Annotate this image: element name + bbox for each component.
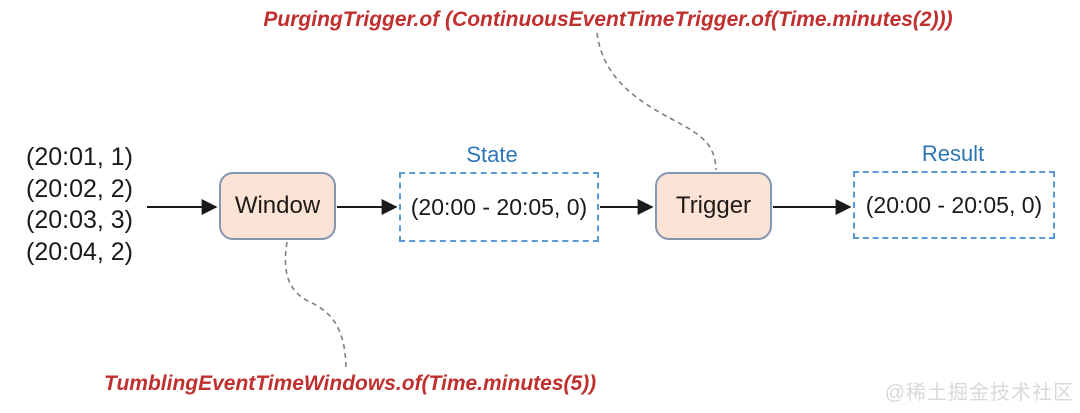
state-box: (20:00 - 20:05, 0) [399,172,599,242]
trigger-node: Trigger [655,172,772,240]
input-event: (20:01, 1) [26,143,134,171]
tumbling-window-annotation: TumblingEventTimeWindows.of(Time.minutes… [104,372,597,395]
connector-annotation-to-trigger [596,32,717,171]
input-event: (20:04, 2) [26,237,134,266]
result-box: (20:00 - 20:05, 0) [853,171,1055,239]
window-node: Window [219,172,336,240]
input-events-list: (20:01, 1) (20:02, 2) (20:03, 3) (20:04,… [26,142,133,268]
state-label: State [466,142,518,167]
input-event: (20:02, 2) [26,174,134,203]
purging-trigger-annotation: PurgingTrigger.of (ContinuousEventTimeTr… [263,8,953,31]
input-event: (20:03, 3) [26,206,134,234]
result-label: Result [921,141,985,166]
trigger-node-label: Trigger [675,192,752,219]
connector-window-to-annotation [284,241,347,368]
result-value: (20:00 - 20:05, 0) [865,191,1043,218]
state-value: (20:00 - 20:05, 0) [410,193,588,220]
window-node-label: Window [234,192,321,219]
watermark: @稀土掘金技术社区 [884,382,1074,404]
